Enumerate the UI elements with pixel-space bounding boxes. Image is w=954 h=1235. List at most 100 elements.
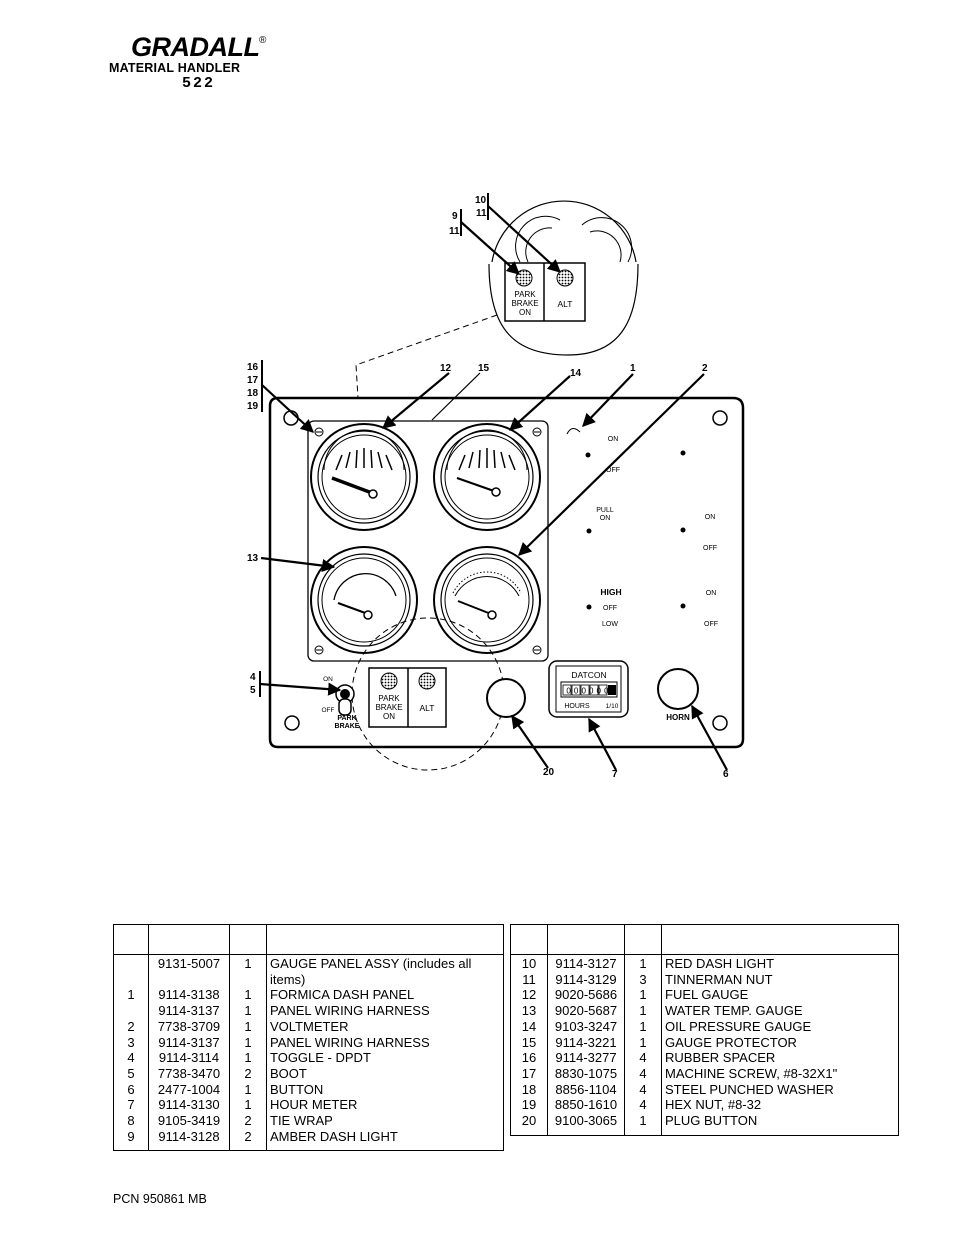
svg-text:14: 14: [570, 368, 582, 379]
cell-qty: 1: [624, 1034, 662, 1051]
cell-qty: 4: [624, 1081, 662, 1098]
cell-desc: GAUGE PROTECTOR: [661, 1034, 899, 1051]
inset-park-label-1: PARK: [514, 290, 536, 299]
plug-button: [486, 678, 526, 718]
cell-qty: 1: [229, 1081, 267, 1098]
svg-text:17: 17: [247, 375, 259, 386]
cell-item: 12: [510, 987, 548, 1004]
cell-item: 13: [510, 1003, 548, 1019]
header-part: [547, 924, 625, 955]
red-dash-light-icon: [418, 672, 436, 690]
svg-text:DATCON: DATCON: [571, 670, 606, 680]
svg-text:BRAKE: BRAKE: [375, 703, 402, 712]
cell-item: 4: [113, 1050, 149, 1066]
cell-desc: BUTTON: [266, 1081, 504, 1098]
cell-desc: TOGGLE - DPDT: [266, 1050, 504, 1066]
svg-text:BRAKE: BRAKE: [335, 723, 360, 730]
cell-qty: [229, 971, 267, 988]
cell-part: 9114-3277: [547, 1050, 625, 1066]
cell-part: 9100-3065: [547, 1113, 625, 1136]
cell-desc: TINNERMAN NUT: [661, 971, 899, 988]
cell-qty: 3: [624, 971, 662, 988]
dash-panel: ON OFF PULL ON ON OFF HIGH OFF LOW ON OF…: [268, 396, 745, 771]
cell-qty: 1: [229, 954, 267, 972]
cell-part: 9103-3247: [547, 1018, 625, 1035]
brand-name: GRADALL: [131, 32, 260, 62]
cell-item: 18: [510, 1081, 548, 1098]
cell-desc: PANEL WIRING HARNESS: [266, 1034, 504, 1051]
svg-text:1: 1: [630, 363, 636, 374]
svg-text:13: 13: [247, 553, 259, 564]
header-item: [510, 924, 548, 955]
pcn-number: PCN 950861 MB: [113, 1192, 207, 1206]
inset-red-light-icon: [556, 269, 574, 287]
table-header-row: [113, 924, 504, 955]
switch-label-off-2: OFF: [703, 545, 717, 552]
horn-button: [657, 668, 699, 710]
cell-item: 19: [510, 1097, 548, 1114]
cell-item: 3: [113, 1034, 149, 1051]
cell-desc: FORMICA DASH PANEL: [266, 987, 504, 1004]
switch-label-off-1: OFF: [606, 467, 620, 474]
cell-part: 9114-3137: [148, 1034, 230, 1051]
cell-desc: HEX NUT, #8-32: [661, 1097, 899, 1114]
fuel-gauge: [310, 423, 418, 531]
switch-label-high: HIGH: [600, 587, 621, 597]
cell-part: 9114-3137: [148, 1003, 230, 1019]
cell-item: 9: [113, 1128, 149, 1152]
cell-part: 8856-1104: [547, 1081, 625, 1098]
header-qty: [229, 924, 267, 955]
cell-item: [113, 1003, 149, 1019]
table-row: items): [113, 971, 504, 988]
switch-label-on-1: ON: [608, 436, 619, 443]
cell-desc: AMBER DASH LIGHT: [266, 1128, 504, 1152]
cell-qty: 1: [229, 1034, 267, 1051]
cell-part: 9020-5686: [547, 987, 625, 1004]
cell-qty: 1: [624, 954, 662, 972]
cell-part: 9114-3138: [148, 987, 230, 1004]
inset-detail: PARK BRAKE ON ALT: [488, 200, 639, 356]
svg-text:12: 12: [440, 363, 452, 374]
cell-qty: 2: [229, 1065, 267, 1082]
cell-part: 9114-3130: [148, 1097, 230, 1114]
table-header-row: [510, 924, 899, 955]
cell-part: 9114-3114: [148, 1050, 230, 1066]
cell-qty: 1: [624, 987, 662, 1004]
svg-text:5: 5: [250, 685, 256, 696]
header-qty: [624, 924, 662, 955]
cell-desc: WATER TEMP. GAUGE: [661, 1003, 899, 1019]
switch-label-on-2: ON: [705, 514, 716, 521]
cell-item: 11: [510, 971, 548, 988]
switch-label-pull: PULL: [596, 507, 614, 514]
svg-text:11: 11: [476, 208, 487, 219]
svg-text:20: 20: [543, 767, 555, 778]
cell-qty: 4: [624, 1097, 662, 1114]
registered-mark: ®: [259, 35, 267, 46]
svg-text:PARK: PARK: [337, 715, 356, 722]
cell-desc: FUEL GAUGE: [661, 987, 899, 1004]
svg-text:OFF: OFF: [322, 707, 335, 714]
cell-desc: items): [266, 971, 504, 988]
svg-text:000000: 000000: [566, 687, 611, 696]
cell-qty: 1: [624, 1113, 662, 1136]
cell-part: 2477-1004: [148, 1081, 230, 1098]
svg-text:10: 10: [475, 195, 487, 206]
water-temp-gauge: [310, 546, 418, 654]
cell-desc: STEEL PUNCHED WASHER: [661, 1081, 899, 1098]
svg-text:7: 7: [612, 769, 618, 780]
cell-desc: GAUGE PANEL ASSY (includes all: [266, 954, 504, 972]
cell-desc: MACHINE SCREW, #8-32X1": [661, 1065, 899, 1082]
svg-text:18: 18: [247, 388, 259, 399]
cell-qty: 4: [624, 1065, 662, 1082]
cell-item: 16: [510, 1050, 548, 1066]
